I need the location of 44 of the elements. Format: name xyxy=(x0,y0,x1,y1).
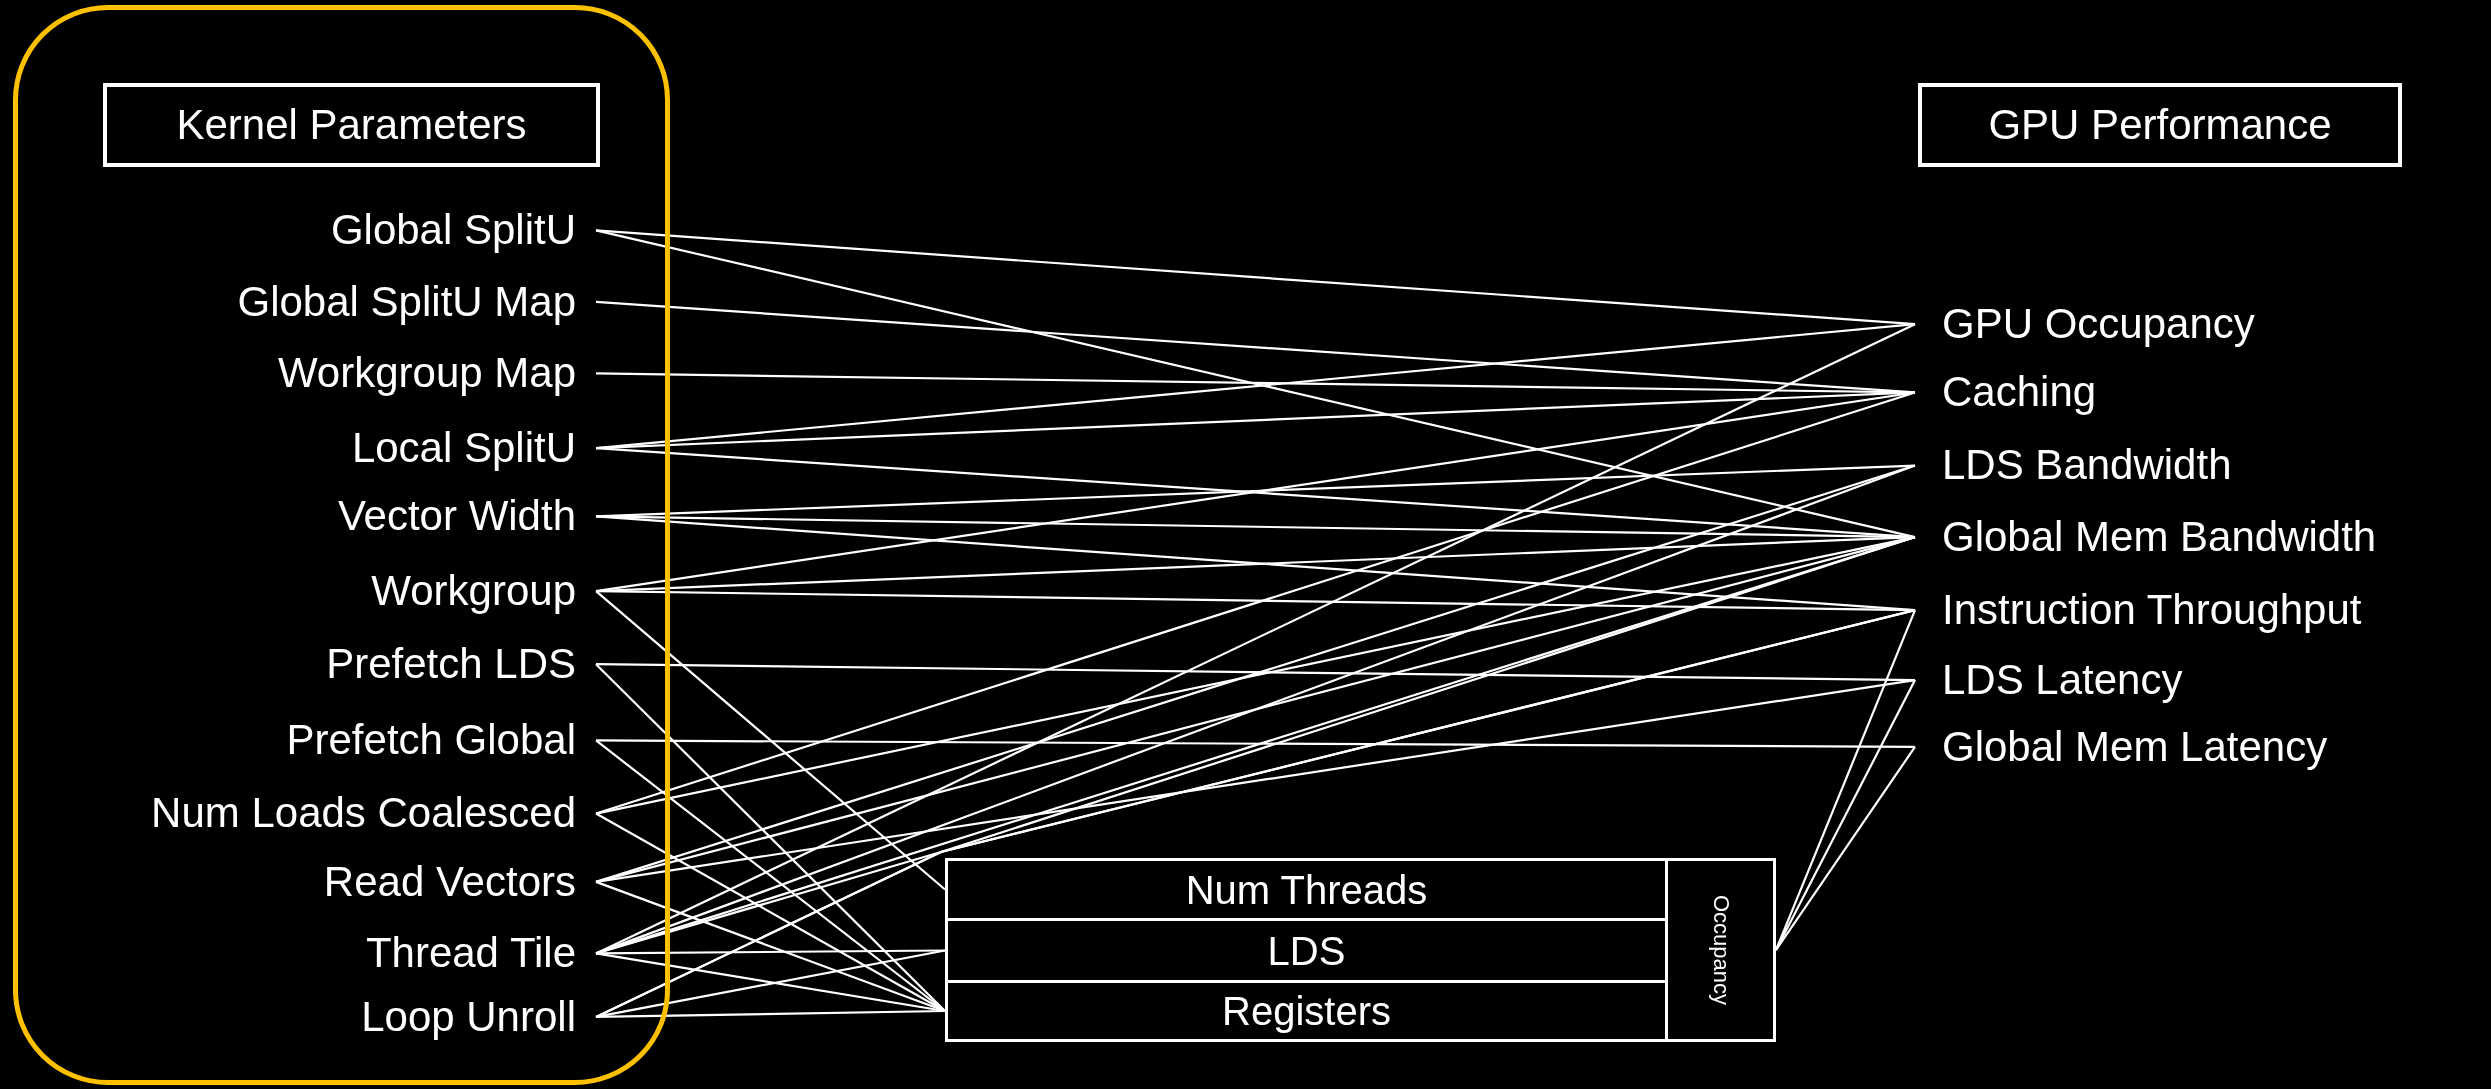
connector-line xyxy=(596,949,945,955)
parameter-label: Num Loads Coalesced xyxy=(151,790,576,837)
resource-box xyxy=(945,858,1668,921)
metric-label: LDS Bandwidth xyxy=(1942,442,2232,489)
connector-line xyxy=(595,739,946,1012)
parameter-label: Local SplitU xyxy=(351,425,576,472)
parameter-label: Read Vectors xyxy=(323,858,576,905)
resource-box xyxy=(945,980,1668,1042)
connector-line xyxy=(595,536,1916,815)
connector-line xyxy=(596,1009,945,1019)
heading-text: GPU Performance xyxy=(1988,101,2332,149)
resource-label: Registers xyxy=(1222,989,1391,1033)
connector-line xyxy=(595,609,1916,1018)
metric-label: Instruction Throughput xyxy=(1942,587,2362,634)
occupancy-box xyxy=(1665,858,1776,1042)
parameter-label: Vector Width xyxy=(337,493,576,540)
connector-line xyxy=(1775,746,1916,951)
metric-label: GPU Occupancy xyxy=(1942,301,2255,348)
heading-box xyxy=(103,83,600,167)
connector-line xyxy=(596,739,1915,748)
connector-line xyxy=(595,679,1916,883)
metric-label: Global Mem Latency xyxy=(1942,723,2328,770)
parameter-label: Global SplitU xyxy=(330,207,576,254)
parameter-label: Loop Unroll xyxy=(361,993,576,1041)
parameter-label: Prefetch Global xyxy=(286,717,576,764)
parameter-label: Workgroup Map xyxy=(277,350,576,397)
metric-label: Caching xyxy=(1942,369,2097,416)
parameter-label: Global SplitU Map xyxy=(237,278,576,325)
connector-line xyxy=(595,590,946,891)
parameter-label: Prefetch LDS xyxy=(326,641,576,688)
connector-line xyxy=(596,372,1915,394)
parameter-label: Workgroup xyxy=(371,568,576,615)
metric-label: Global Mem Bandwidth xyxy=(1942,514,2377,561)
heading-text: Kernel Parameters xyxy=(176,101,527,149)
resource-label: LDS xyxy=(1267,928,1346,973)
metric-label: LDS Latency xyxy=(1942,657,2183,704)
occupancy-label: Occupancy xyxy=(1708,894,1733,1006)
connector-line xyxy=(595,229,1916,539)
connector-line xyxy=(595,323,1916,955)
resource-label: Num Threads xyxy=(1185,867,1428,912)
parameter-label: Thread Tile xyxy=(365,930,576,977)
group-frame xyxy=(13,5,670,1085)
connector-line xyxy=(596,590,1915,612)
heading-box xyxy=(1918,83,2402,167)
